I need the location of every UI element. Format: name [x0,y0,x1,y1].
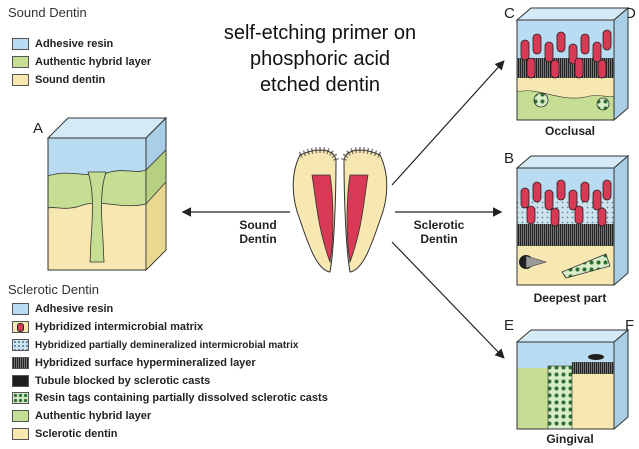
panel-cd-block [515,6,630,122]
panel-b-block [515,154,630,287]
legend-label: Adhesive resin [35,303,114,315]
panel-a-block [46,116,168,272]
legend-label: Sclerotic dentin [35,428,118,440]
caption-deepest: Deepest part [533,291,607,305]
resin-swatch [12,303,29,315]
legend-item: Hybridized surface hypermineralized laye… [12,356,256,370]
legend-item: Authentic hybrid layer [12,409,151,423]
panel-letter-e: E [504,317,515,334]
red-tag-swatch [12,321,29,333]
legend-item: Sclerotic dentin [12,427,118,441]
legend-label: Resin tags containing partially dissolve… [35,392,328,404]
arrow-to-gingival [391,241,505,359]
legend-label: Tubule blocked by sclerotic casts [35,375,211,387]
legend-label: Hybridized partially demineralized inter… [35,339,299,351]
figure-title: self-etching primer on phosphoric acid e… [205,20,435,98]
legend-label: Hybridized surface hypermineralized laye… [35,357,256,369]
legend-item: Hybridized intermicrobial matrix [12,320,203,334]
legend-item: Authentic hybrid layer [12,55,151,69]
arrow-label-line: Dentin [420,232,458,246]
legend-item: Adhesive resin [12,37,113,51]
panel-letter-f: F [625,317,635,334]
arrow-label-sclerotic: Sclerotic Dentin [405,218,473,246]
arrow-to-occlusal [391,60,505,186]
panel-ef-block [515,328,630,431]
arrows [181,60,505,359]
dentin-swatch [12,428,29,440]
legend-item: Hybridized partially demineralized inter… [12,338,298,352]
green-dots-swatch [12,392,29,404]
arrow-label-line: Sound [239,218,277,232]
arrow-label-sound: Sound Dentin [228,218,288,246]
caption-occlusal: Occlusal [544,124,596,138]
panel-letter-d: D [625,5,636,22]
caption-gingival: Gingival [546,432,594,446]
title-line-3: etched dentin [259,74,381,96]
resin-swatch [12,38,29,50]
legend-label: Authentic hybrid layer [35,56,152,68]
panel-letter-a: A [33,120,44,137]
title-line-1: self-etching primer on [223,22,417,44]
striped-swatch [12,357,29,369]
tooth-illustration [292,146,388,273]
panel-letter-c: C [504,5,515,22]
sound-dentin-heading: Sound Dentin [8,5,87,20]
legend-label: Authentic hybrid layer [35,410,152,422]
legend-item: Tubule blocked by sclerotic casts [12,374,210,388]
legend-label: Hybridized intermicrobial matrix [35,321,204,333]
panel-letter-b: B [504,150,515,167]
legend-item: Sound dentin [12,73,105,87]
legend-label: Adhesive resin [35,38,114,50]
hybrid-swatch [12,410,29,422]
hybrid-swatch [12,56,29,68]
arrow-label-line: Dentin [239,232,277,246]
dotted-swatch [12,339,29,351]
dentin-swatch [12,74,29,86]
legend-item: Adhesive resin [12,302,113,316]
legend-label: Sound dentin [35,74,106,86]
arrow-label-line: Sclerotic [413,218,465,232]
dark-swatch [12,375,29,387]
sclerotic-dentin-heading: Sclerotic Dentin [8,282,100,297]
legend-item: Resin tags containing partially dissolve… [12,391,328,405]
title-line-2: phosphoric acid [249,48,391,70]
